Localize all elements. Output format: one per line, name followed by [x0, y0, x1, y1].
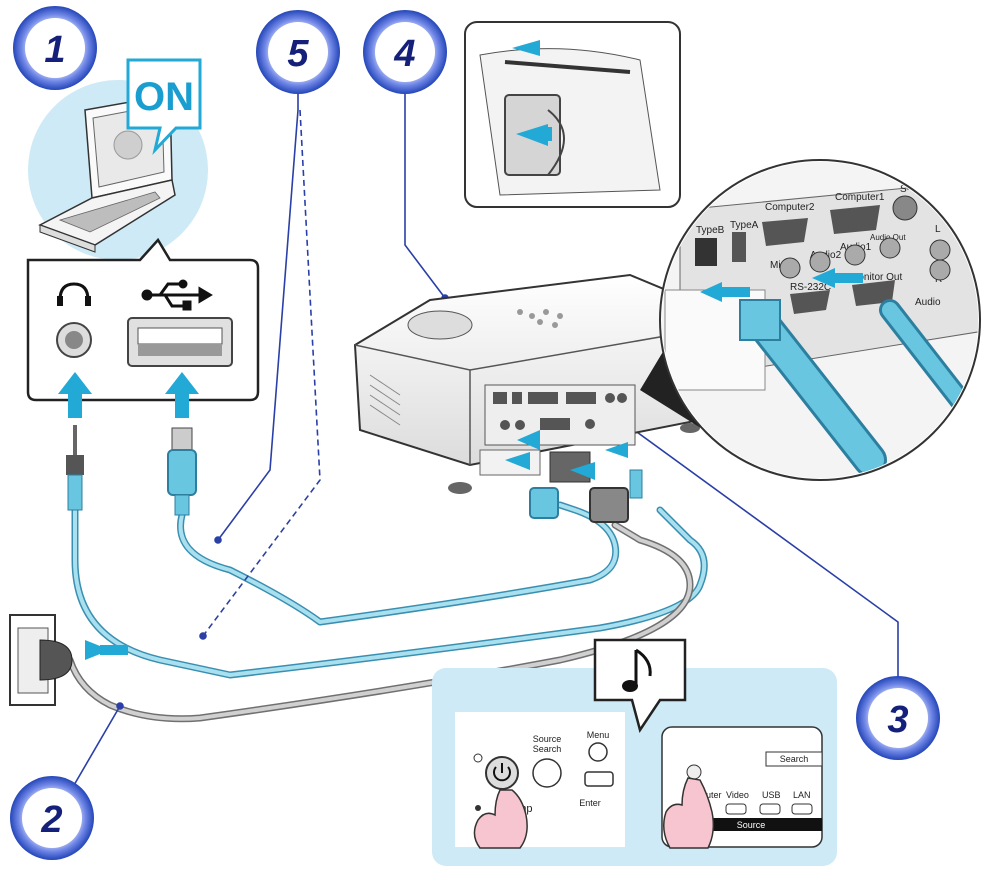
step-badge-4: 4 [363, 10, 447, 94]
source-search-button[interactable] [532, 758, 562, 788]
laptop-plug-arrows [58, 372, 199, 418]
step-number-4: 4 [393, 33, 415, 75]
source-search-label-2: Search [533, 744, 562, 754]
step-badge-5: 5 [256, 10, 340, 94]
step-badge-3: 3 [856, 676, 940, 760]
port-label-computer2: Computer2 [765, 202, 815, 213]
step-badge-2: 2 [10, 776, 94, 860]
port-label-audio: Audio [915, 297, 941, 308]
on-label: ON [134, 75, 194, 119]
power-on-inset: Source Search Menu Enter Lamp Search Com… [432, 638, 837, 866]
remote-power-button[interactable] [686, 764, 702, 780]
power-icon [493, 763, 511, 782]
remote-usb-label: USB [762, 790, 781, 800]
port-label-typeb: TypeB [696, 225, 725, 236]
music-note-icon [622, 648, 652, 692]
port-label-monitor-out: Monitor Out [850, 272, 902, 283]
port-label-computer1: Computer1 [835, 192, 885, 203]
usb-cable [177, 501, 620, 626]
enter-label: Enter [579, 798, 601, 808]
laptop-port-panel [26, 237, 260, 402]
remote-usb-button[interactable] [759, 803, 781, 815]
remote-video-label: Video [726, 790, 749, 800]
port-closeup: TypeB TypeA Computer2 Computer1 S-Video … [640, 159, 981, 481]
remote-search-label: Search [780, 754, 809, 764]
step-number-5: 5 [287, 33, 309, 75]
source-search-label-1: Source [533, 734, 562, 744]
remote-lan-button[interactable] [791, 803, 813, 815]
remote-lan-label: LAN [793, 790, 811, 800]
step-number-1: 1 [44, 29, 65, 71]
usb-plug [167, 427, 197, 516]
port-label-left: L [935, 224, 941, 235]
step-number-3: 3 [887, 699, 908, 741]
headphone-icon [57, 282, 91, 306]
menu-label: Menu [587, 730, 610, 740]
port-label-mic: Mic [770, 260, 786, 271]
menu-button[interactable] [588, 742, 608, 762]
remote-source-label: Source [737, 820, 766, 830]
port-label-typea: TypeA [730, 220, 759, 231]
port-label-rs232c: RS-232C [790, 282, 831, 293]
lens-cover-inset [464, 21, 681, 208]
projector [353, 273, 702, 494]
enter-button[interactable] [584, 771, 614, 787]
port-label-audio-out: Audio Out [870, 233, 906, 242]
wall-socket [9, 614, 128, 706]
step-number-2: 2 [40, 799, 62, 841]
usb-icon [141, 279, 213, 311]
laptop-illustration: ON [28, 58, 208, 260]
remote-video-button[interactable] [725, 803, 747, 815]
step-badge-1: 1 [13, 6, 97, 90]
audio-plug [66, 425, 84, 511]
projector-connectors [529, 469, 643, 523]
